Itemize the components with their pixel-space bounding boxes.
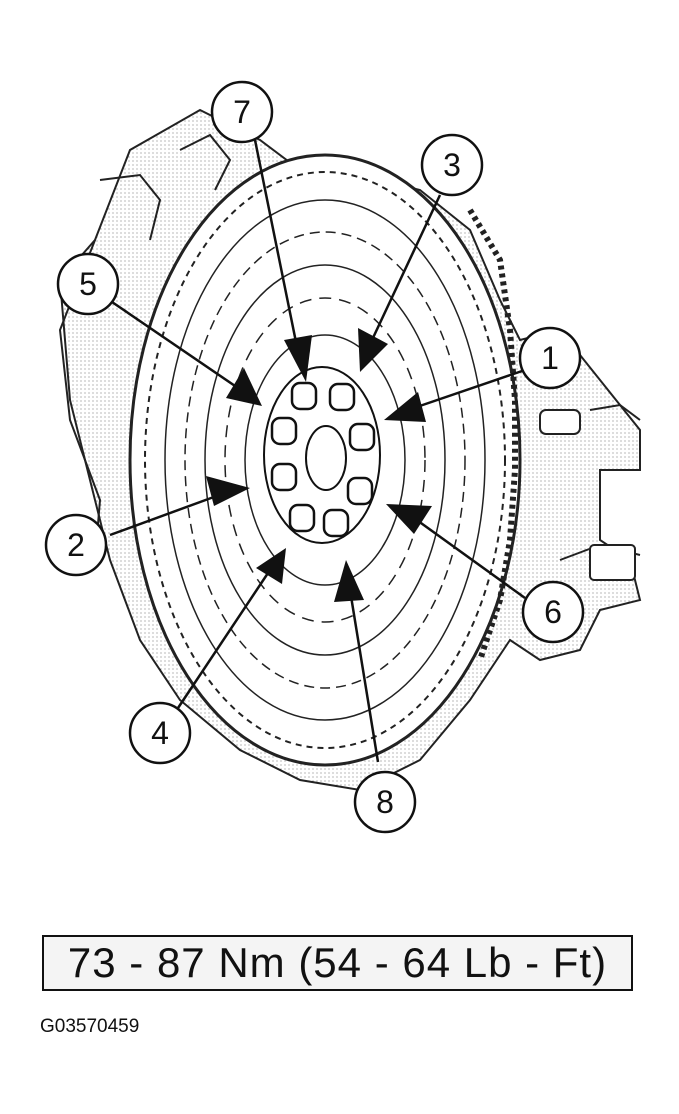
arrowhead-5: [226, 368, 262, 406]
bolt-8: [322, 508, 350, 538]
arrowhead-2: [206, 476, 250, 506]
callout-7-label: 7: [233, 94, 251, 130]
callout-8: 8: [353, 770, 417, 834]
flywheel-diagram: 7 3 5 1 2 6 4 8: [44, 80, 642, 834]
bolt-1: [348, 422, 376, 452]
bolt-4: [288, 503, 316, 533]
arrowhead-6: [386, 504, 432, 534]
arrowheads: [206, 328, 432, 602]
callout-4-label: 4: [151, 715, 169, 751]
callout-7: 7: [210, 80, 274, 144]
arrowhead-1: [384, 392, 426, 422]
bolt-3: [328, 382, 356, 412]
callout-3: 3: [420, 133, 484, 197]
callout-1: 1: [518, 326, 582, 390]
callout-8-label: 8: [376, 784, 394, 820]
bolt-pattern: [270, 381, 376, 538]
callout-1-label: 1: [541, 340, 559, 376]
arrowhead-4: [256, 548, 286, 584]
bolt-2: [270, 462, 298, 492]
callout-4: 4: [128, 701, 192, 765]
figure-id: G03570459: [40, 1016, 140, 1037]
arrowhead-7: [284, 335, 312, 382]
callout-5-label: 5: [79, 266, 97, 302]
callout-2: 2: [44, 513, 108, 577]
arrowhead-3: [358, 328, 388, 372]
callout-2-label: 2: [67, 527, 85, 563]
arrowhead-8: [334, 560, 364, 602]
bolt-6: [346, 476, 374, 506]
torque-spec-text: 73 - 87 Nm (54 - 64 Lb - Ft): [67, 939, 608, 986]
callout-3-label: 3: [443, 147, 461, 183]
torque-spec-box: 73 - 87 Nm (54 - 64 Lb - Ft): [42, 935, 633, 991]
callout-5: 5: [56, 252, 120, 316]
leader-lines: [109, 139, 526, 763]
callout-6: 6: [521, 580, 585, 644]
flywheel-hub: [263, 366, 381, 544]
bolt-7: [290, 381, 318, 411]
bolt-5: [270, 416, 298, 446]
callout-6-label: 6: [544, 594, 562, 630]
